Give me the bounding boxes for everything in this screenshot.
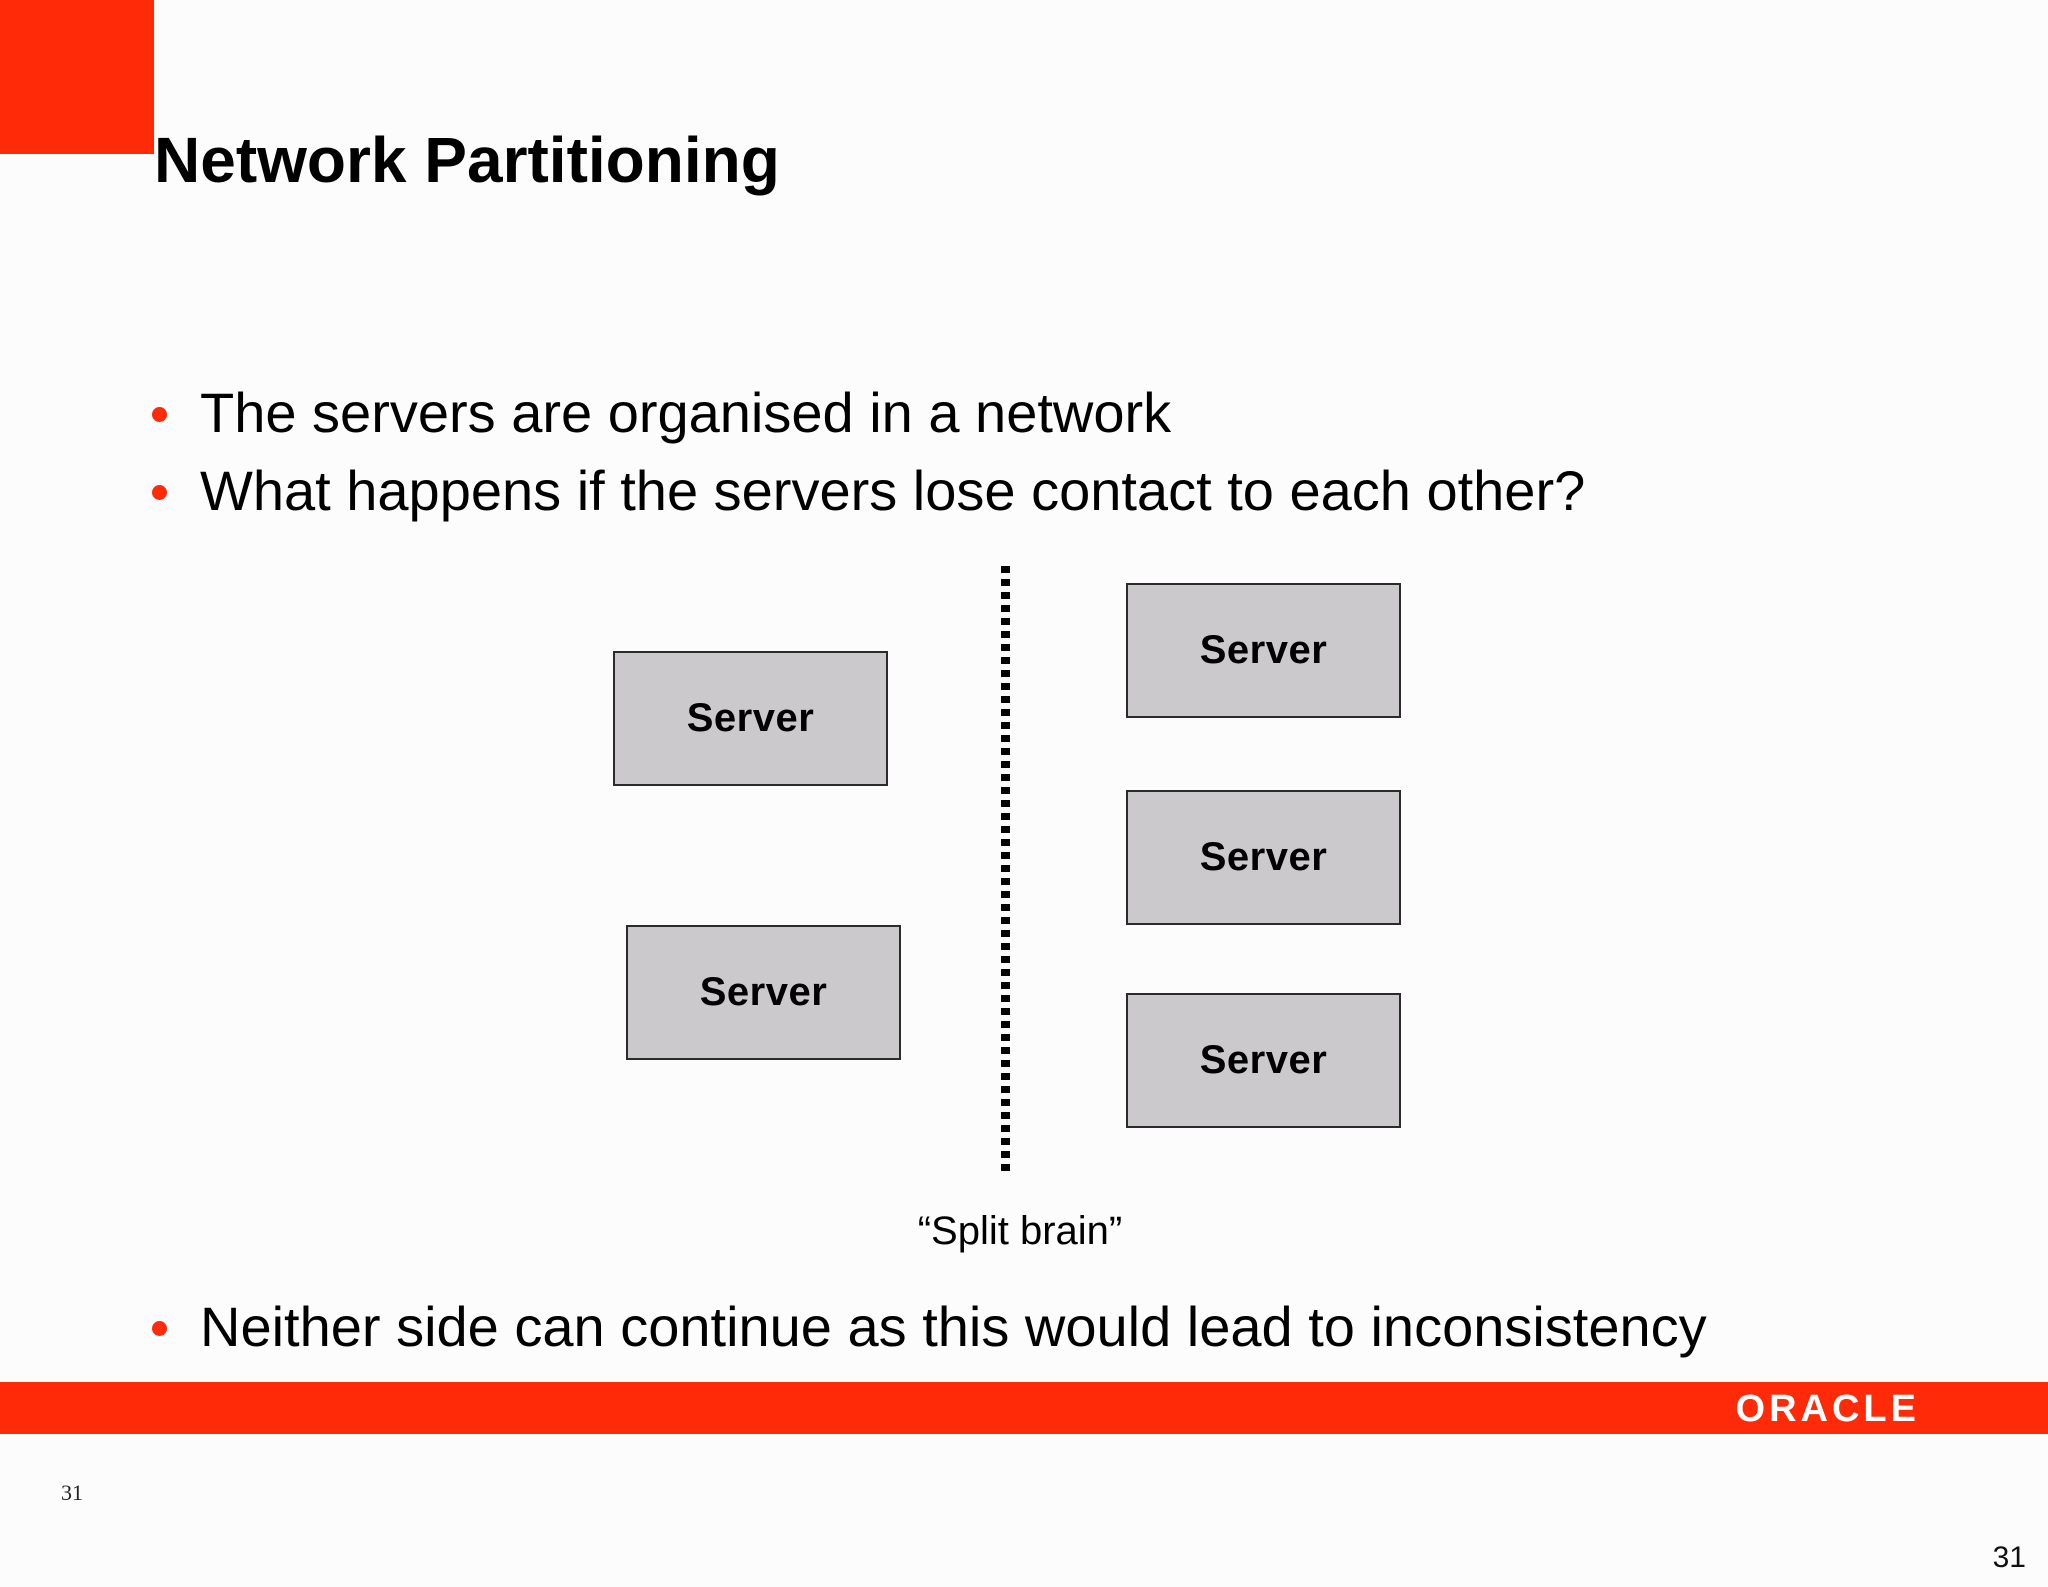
corner-accent-block xyxy=(0,0,154,154)
server-node-left-1: Server xyxy=(613,651,888,786)
server-node-right-1: Server xyxy=(1126,583,1401,718)
server-node-right-2: Server xyxy=(1126,790,1401,925)
split-brain-caption: “Split brain” xyxy=(917,1209,1123,1253)
partition-dashed-line xyxy=(1001,566,1010,1174)
bullet-dot-icon xyxy=(152,485,167,500)
page-number: 31 xyxy=(1992,1541,2026,1574)
bullet-text: The servers are organised in a network xyxy=(200,381,1172,444)
page-number-small: 31 xyxy=(61,1480,83,1505)
bullet-text: What happens if the servers lose contact… xyxy=(200,459,1586,522)
server-node-right-3: Server xyxy=(1126,993,1401,1128)
footer-bar: ORACLE xyxy=(0,1382,2048,1434)
slide-title: Network Partitioning xyxy=(154,124,780,196)
bullet-dot-icon xyxy=(152,407,167,422)
oracle-logo: ORACLE xyxy=(1735,1388,1920,1430)
bullet-dot-icon xyxy=(152,1321,167,1336)
server-node-left-2: Server xyxy=(626,925,901,1060)
bullet-text: Neither side can continue as this would … xyxy=(200,1295,1707,1358)
